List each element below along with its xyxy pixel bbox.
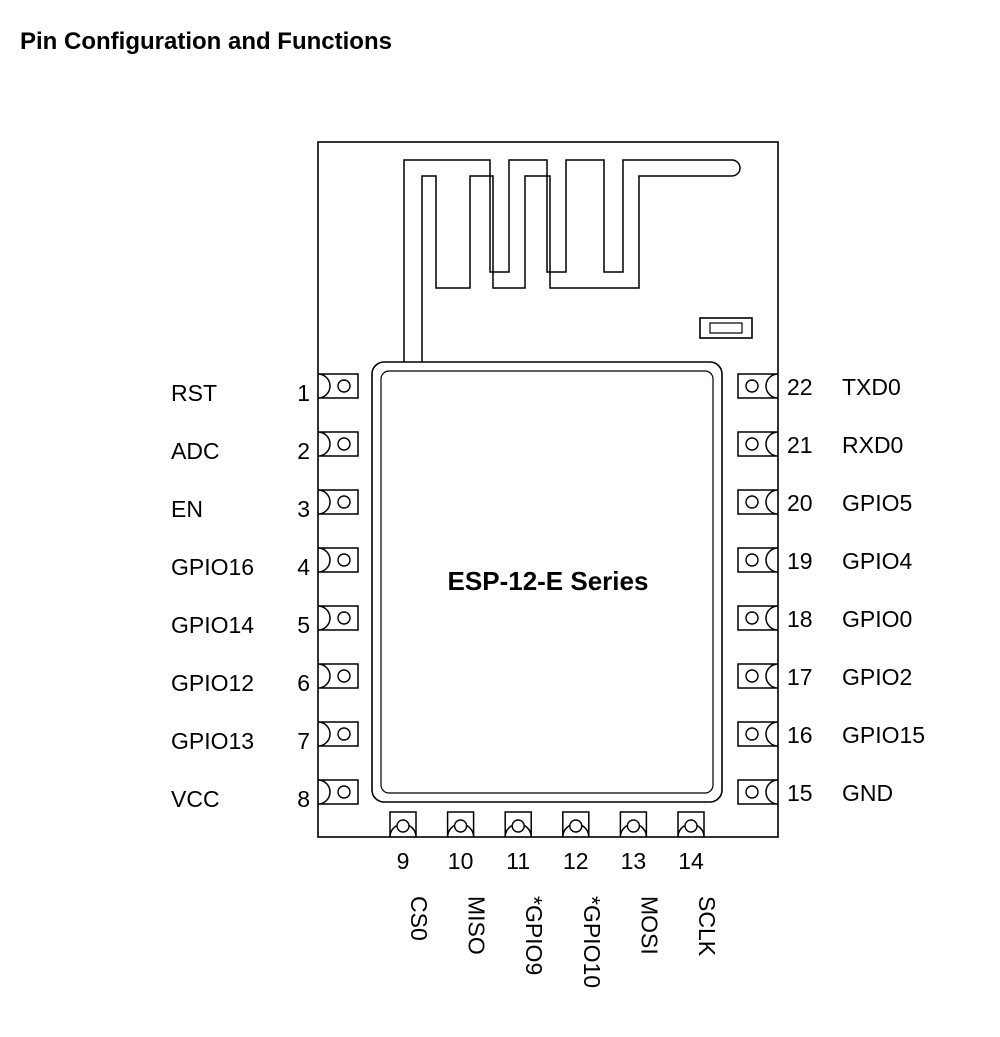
pin-number: 10	[448, 848, 474, 874]
pin-21: 21 RXD0	[737, 431, 903, 458]
pin-number: 7	[297, 728, 310, 754]
pin-number: 13	[621, 848, 647, 874]
pin-18: 18 GPIO0	[737, 605, 912, 632]
pin-label: MOSI	[636, 896, 662, 955]
pin-label: GPIO15	[842, 722, 925, 748]
pin-hole	[626, 819, 641, 833]
pin-19: 19 GPIO4	[737, 547, 913, 574]
pin-2: 2 ADC	[171, 431, 359, 464]
shield-can	[371, 361, 723, 803]
pin-label: GPIO2	[842, 664, 912, 690]
module-label: ESP-12-E Series	[448, 566, 649, 596]
pin-hole	[745, 727, 759, 741]
pin-label: ADC	[171, 438, 220, 464]
pin-7: 7 GPIO13	[171, 721, 359, 754]
pin-hole	[684, 819, 698, 833]
pin-number: 2	[297, 438, 310, 464]
pin-4: 4 GPIO16	[171, 547, 359, 580]
pin-20: 20 GPIO5	[737, 489, 912, 516]
pin-label: GPIO14	[171, 612, 254, 638]
pin-number: 6	[297, 670, 310, 696]
pin-label: GPIO0	[842, 606, 912, 632]
pin-hole	[337, 611, 351, 625]
pin-label: MISO	[464, 896, 490, 955]
pin-number: 17	[787, 664, 813, 690]
antenna-trace	[403, 159, 741, 366]
pin-hole	[396, 819, 410, 833]
pin-number: 5	[297, 612, 310, 638]
pin-hole	[337, 379, 351, 393]
pin-hole	[453, 819, 468, 833]
pin-label: *GPIO9	[521, 896, 547, 975]
right-pin-group: 22 TXD0 21 RXD0 20 GPIO5 19 GPIO4 18 GPIO0 17 GPIO2…	[737, 373, 925, 806]
pin-hole	[745, 437, 759, 451]
pin-hole	[337, 553, 351, 567]
pin-hole	[745, 785, 759, 799]
pin-label: GPIO12	[171, 670, 254, 696]
pin-label: VCC	[171, 786, 220, 812]
pin-number: 21	[787, 432, 813, 458]
pin-number: 14	[678, 848, 704, 874]
page-title: Pin Configuration and Functions	[20, 28, 392, 55]
pin-3: 3 EN	[171, 489, 359, 522]
pin-number: 16	[787, 722, 813, 748]
pin-number: 3	[297, 496, 310, 522]
pin-number: 20	[787, 490, 813, 516]
pin-hole	[337, 437, 351, 451]
pin-hole	[745, 553, 759, 567]
pin-number: 11	[506, 848, 530, 874]
pin-hole	[337, 495, 351, 509]
pin-16: 16 GPIO15	[737, 721, 925, 748]
pin-label: RXD0	[842, 432, 903, 458]
pin-label: GPIO5	[842, 490, 912, 516]
pin-label: GND	[842, 780, 893, 806]
pin-hole	[745, 669, 759, 683]
pin-label: EN	[171, 496, 203, 522]
pin-label: GPIO16	[171, 554, 254, 580]
pin-hole	[337, 727, 351, 741]
pin-6: 6 GPIO12	[171, 663, 359, 696]
pin-number: 12	[563, 848, 589, 874]
pin-number: 19	[787, 548, 813, 574]
pin-number: 15	[787, 780, 813, 806]
pin-hole	[337, 785, 351, 799]
pin-label: RST	[171, 380, 217, 406]
pin-15: 15 GND	[737, 779, 893, 806]
pin-label: TXD0	[842, 374, 901, 400]
pin-label: *GPIO10	[579, 896, 605, 988]
pin-11: 11 *GPIO9	[504, 811, 547, 975]
pin-1: 1 RST	[171, 373, 359, 406]
pin-number: 22	[787, 374, 813, 400]
pin-12: 12 *GPIO10	[562, 811, 605, 988]
pin-label: GPIO4	[842, 548, 913, 574]
pin-number: 9	[397, 848, 410, 874]
pin-hole	[745, 611, 759, 625]
pin-number: 18	[787, 606, 813, 632]
pin-label: CS0	[406, 896, 432, 941]
smd-component	[699, 317, 753, 339]
pin-hole	[511, 819, 525, 833]
pin-label: GPIO13	[171, 728, 254, 754]
pin-hole	[745, 495, 759, 509]
pin-5: 5 GPIO14	[171, 605, 359, 638]
pin-8: 8 VCC	[171, 779, 359, 812]
pin-22: 22 TXD0	[737, 373, 901, 400]
pin-number: 4	[297, 554, 310, 580]
pin-hole	[337, 669, 351, 683]
pin-hole	[569, 819, 583, 833]
pin-label: SCLK	[694, 896, 720, 957]
pin-number: 8	[297, 786, 310, 812]
pin-hole	[745, 379, 759, 393]
pin-number: 1	[297, 380, 310, 406]
pin-17: 17 GPIO2	[737, 663, 912, 690]
left-pin-group: 1 RST 2 ADC 3 EN 4 GPIO16 5 GPIO14 6 GPIO12 7 GPIO13 8…	[171, 373, 359, 812]
